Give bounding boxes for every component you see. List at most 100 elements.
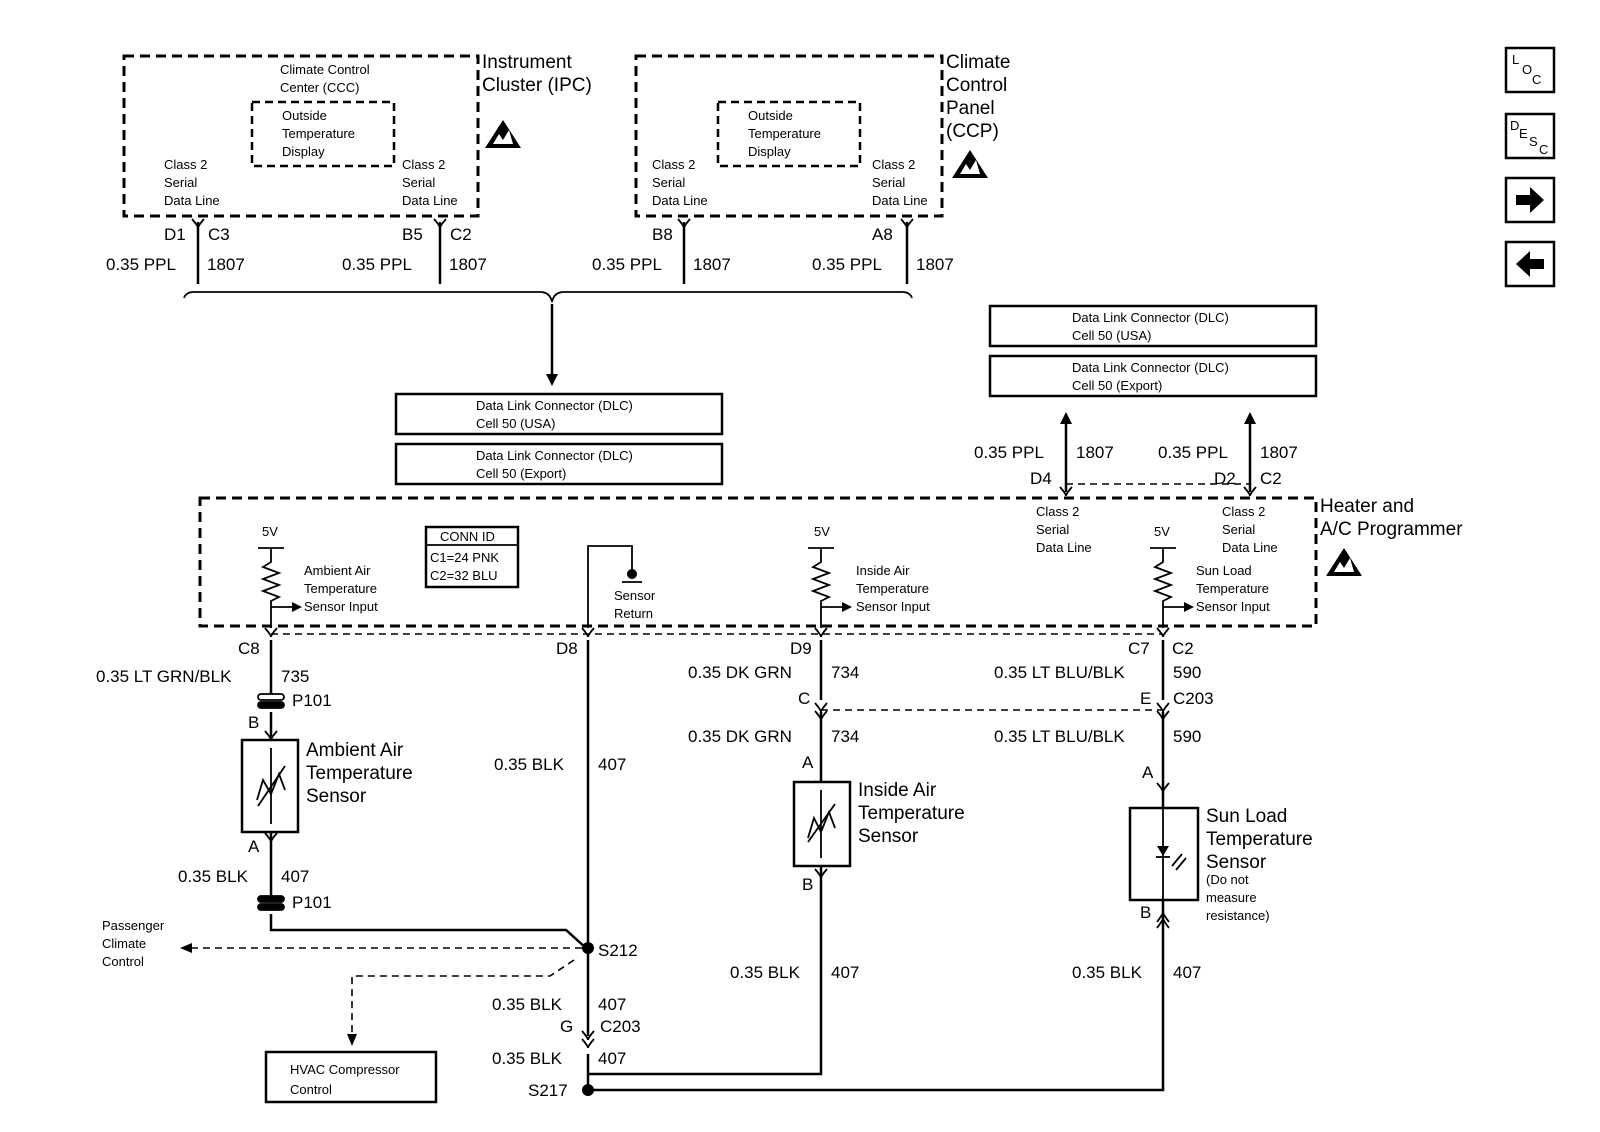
circuit-number: 735 (281, 667, 309, 686)
dlc-usa-box (988, 304, 1318, 348)
ccp-otd-line2: Temperature (748, 126, 821, 141)
dlc-usa-line2: Cell 50 (USA) (1072, 328, 1151, 343)
connector-c203: C203 (600, 1017, 641, 1036)
circuit-number: 1807 (916, 255, 954, 274)
prog-c2-right-line3: Data Line (1222, 540, 1278, 555)
circuit-number: 407 (1173, 963, 1201, 982)
ambient-input-line3: Sensor Input (304, 599, 378, 614)
conn-id-box (424, 525, 520, 589)
5v-label: 5V (1154, 524, 1170, 539)
connector-c203: C203 (1173, 689, 1214, 708)
inside-sensor-line2: Temperature (858, 803, 965, 824)
arrow-icon (1244, 412, 1256, 424)
pin-g: G (560, 1017, 573, 1036)
dlc-export-line2: Cell 50 (Export) (1072, 378, 1162, 393)
esd-warning-icon (485, 120, 521, 148)
nav-desc-button[interactable]: D E S C (1504, 112, 1556, 160)
ccp-title-line4: (CCP) (946, 121, 999, 142)
arrow-left-icon (1516, 251, 1544, 277)
circuit-number: 590 (1173, 663, 1201, 682)
resistor-icon (1150, 547, 1176, 628)
dlc-usa-box (394, 392, 724, 436)
pin-a: A (1142, 763, 1154, 782)
hvac-line2: Control (290, 1082, 332, 1097)
ccc-label-line2: Center (CCC) (280, 80, 359, 95)
connector-p101: P101 (292, 893, 332, 912)
resistor-icon (808, 547, 834, 628)
dlc-export-line1: Data Link Connector (DLC) (1072, 360, 1229, 375)
conn-id-c1: C1=24 PNK (430, 550, 499, 565)
sun-sensor-line1: Sun Load (1206, 806, 1287, 827)
desc-d: D (1510, 118, 1519, 133)
ccp-box (634, 54, 944, 218)
wire-color: 0.35 PPL (1158, 443, 1228, 462)
pin-c7: C7 (1128, 639, 1150, 658)
prog-c2-left-line3: Data Line (1036, 540, 1092, 555)
arrow-right-icon (1516, 187, 1544, 213)
sun-input-line1: Sun Load (1196, 563, 1252, 578)
nav-loc-button[interactable]: L O C (1504, 46, 1556, 94)
top-data-wires: D1 C3 B5 C2 B8 A8 0.35 PPL 1807 0.35 PPL… (106, 218, 954, 386)
wire-color: 0.35 DK GRN (688, 663, 792, 682)
inside-input-line1: Inside Air (856, 563, 910, 578)
dlc-export-line1: Data Link Connector (DLC) (476, 448, 633, 463)
wire-color: 0.35 DK GRN (688, 727, 792, 746)
loc-l: L (1512, 52, 1519, 67)
ipc-box (122, 54, 480, 218)
inside-input-line3: Sensor Input (856, 599, 930, 614)
hvac-line1: HVAC Compressor (290, 1062, 400, 1077)
connector-p101: P101 (292, 691, 332, 710)
pin-c2: C2 (1172, 639, 1194, 658)
ipc-c2-left-line3: Data Line (164, 193, 220, 208)
dlc-left: Data Link Connector (DLC) Cell 50 (USA) … (394, 392, 724, 486)
arrow-icon (1060, 412, 1072, 424)
thermistor-icon (256, 771, 286, 801)
pin-d1: D1 (164, 225, 186, 244)
wire-color: 0.35 BLK (1072, 963, 1143, 982)
pin-a: A (248, 837, 260, 856)
inline-connector-icon (257, 895, 285, 903)
arrow-icon (180, 943, 192, 953)
pcc-line2: Climate (102, 936, 146, 951)
climate-control-panel: Climate Control Panel (CCP) Outside Temp… (634, 52, 1010, 218)
dlc-right: Data Link Connector (DLC) Cell 50 (USA) … (974, 304, 1318, 497)
dlc-export-box (988, 354, 1318, 398)
pcc-line1: Passenger (102, 918, 165, 933)
wire-color: 0.35 BLK (492, 1049, 563, 1068)
pin-c8: C8 (238, 639, 260, 658)
prog-c2-left-line1: Class 2 (1036, 504, 1079, 519)
ipc-title-line2: Cluster (IPC) (482, 75, 592, 96)
circuit-number: 1807 (207, 255, 245, 274)
circuit-number: 407 (281, 867, 309, 886)
pin-d4: D4 (1030, 469, 1052, 488)
5v-label: 5V (814, 524, 830, 539)
esd-warning-icon (952, 150, 988, 178)
ccp-c2-left-line1: Class 2 (652, 157, 695, 172)
wire-color: 0.35 PPL (592, 255, 662, 274)
ccp-c2-left-line3: Data Line (652, 193, 708, 208)
sun-sensor-note1: (Do not (1206, 872, 1249, 887)
dlc-export-line2: Cell 50 (Export) (476, 466, 566, 481)
circuit-number: 734 (831, 663, 859, 682)
sun-sensor-line3: Sensor (1206, 852, 1267, 873)
ground-icon (627, 569, 637, 579)
conn-id-title: CONN ID (440, 529, 495, 544)
splice-s217: S217 (528, 1081, 568, 1100)
pin-d9: D9 (790, 639, 812, 658)
wire-color: 0.35 LT BLU/BLK (994, 727, 1125, 746)
sun-sensor-line2: Temperature (1206, 829, 1313, 850)
ipc-c2-left-line2: Serial (164, 175, 197, 190)
nav-prev-button[interactable] (1504, 240, 1556, 288)
sun-sensor-note3: resistance) (1206, 908, 1270, 923)
nav-next-button[interactable] (1504, 176, 1556, 224)
sensor-return-line1: Sensor (614, 588, 656, 603)
arrow-icon (347, 1034, 357, 1046)
conn-id-c2: C2=32 BLU (430, 568, 498, 583)
inside-sensor-box (792, 780, 852, 868)
pin-a: A (802, 753, 814, 772)
pin-b8: B8 (652, 225, 673, 244)
circuit-number: 407 (598, 995, 626, 1014)
inside-sensor-line3: Sensor (858, 826, 919, 847)
prog-c2-left-line2: Serial (1036, 522, 1069, 537)
wire-color: 0.35 PPL (342, 255, 412, 274)
